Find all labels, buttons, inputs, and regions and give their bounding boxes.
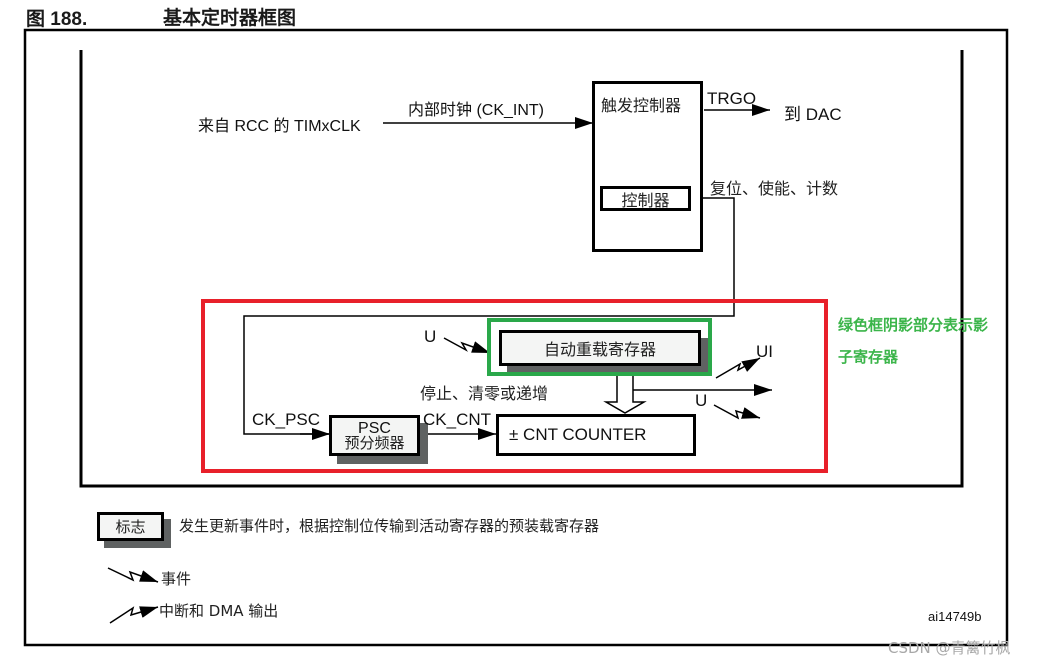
u-output-label: U: [695, 391, 708, 410]
event-u-out-icon: [713, 404, 761, 420]
auto-reload-register: 自动重载寄存器: [499, 330, 701, 366]
control-signals-label: 复位、使能、计数: [710, 179, 839, 198]
ck-psc-label: CK_PSC: [252, 410, 321, 429]
shadow-register-note-line1: 绿色框阴影部分表示影: [838, 316, 989, 334]
ui-output-label: UI: [756, 342, 773, 361]
outer-frame: [23, 28, 1009, 647]
red-highlight-box: [201, 299, 828, 473]
legend-interrupt-dma-label: 中断和 DMA 输出: [159, 602, 279, 620]
interrupt-ui-icon: [715, 357, 761, 379]
inner-frame: [79, 50, 964, 488]
legend-flag-box: 标志: [97, 512, 164, 541]
ck-int-label: 内部时钟 (CK_INT): [408, 102, 545, 119]
figure-id-label: ai14749b: [928, 609, 982, 624]
controller-label: 控制器: [621, 190, 670, 210]
ck-cnt-label: CK_CNT: [423, 410, 492, 429]
figure-number: 图 188.: [26, 9, 88, 30]
legend-event-icon: [107, 567, 159, 583]
cnt-counter-label: ± CNT COUNTER: [509, 425, 647, 444]
legend-interrupt-icon: [109, 606, 159, 624]
psc-label: PSC: [358, 419, 391, 437]
legend-event-label: 事件: [161, 570, 192, 588]
trigger-controller-title: 触发控制器: [601, 96, 682, 115]
control-path: [243, 197, 735, 435]
u-event-in-label: U: [424, 327, 437, 346]
shadow-register-note-line2: 子寄存器: [838, 348, 899, 366]
psc-prescaler-block: PSC 预分频器: [329, 415, 420, 456]
cnt-counter-block: ± CNT COUNTER: [496, 414, 696, 456]
legend-flag-description: 发生更新事件时，根据控制位传输到活动寄存器的预装载寄存器: [179, 517, 600, 535]
event-u-in-icon: [443, 337, 491, 354]
trgo-target-label: 到 DAC: [784, 105, 842, 124]
green-highlight-box: [487, 318, 712, 376]
controller-box: 控制器: [600, 186, 691, 211]
reload-transfer-arrow: [603, 366, 647, 414]
timxclk-source-label: 来自 RCC 的 TIMxCLK: [198, 118, 361, 135]
trigger-controller-block: [592, 81, 703, 252]
csdn-watermark: CSDN @青篱竹枫: [888, 639, 1011, 657]
prescaler-label: 预分频器: [344, 433, 405, 452]
legend-flag-label: 标志: [115, 518, 146, 536]
trgo-label: TRGO: [707, 89, 757, 108]
figure-title: 基本定时器框图: [163, 7, 297, 29]
stop-clear-increment-label: 停止、清零或递增: [420, 384, 549, 403]
auto-reload-label: 自动重载寄存器: [543, 340, 656, 359]
